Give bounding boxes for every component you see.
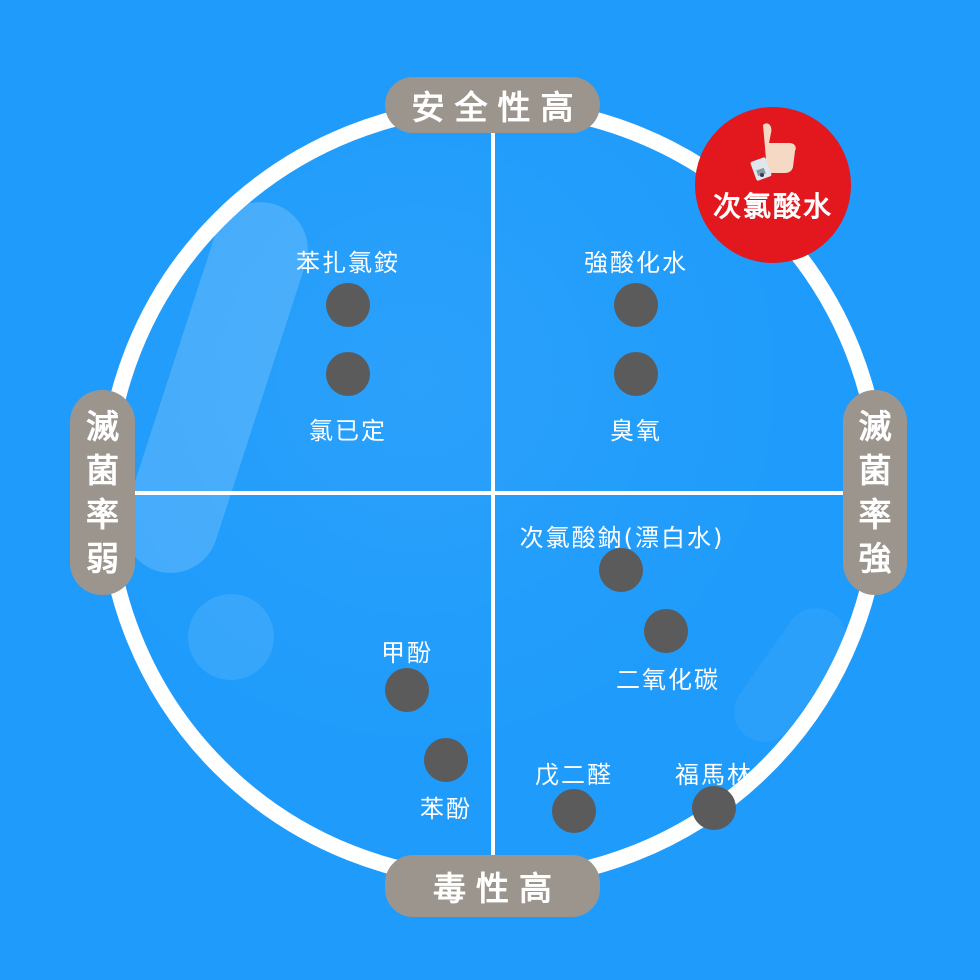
axis-label-right: 滅 菌 率 強 <box>843 390 907 595</box>
recommended-badge: 次氯酸水 <box>695 107 851 263</box>
item-dot <box>692 786 736 830</box>
axis-label-left-char: 率 <box>86 494 119 534</box>
axis-label-right-char: 強 <box>858 538 892 578</box>
axis-label-left: 滅 菌 率 弱 <box>70 390 135 595</box>
item-dot <box>644 609 688 653</box>
item-label: 苯扎氯銨 <box>296 249 400 277</box>
axis-label-right-char: 菌 <box>858 450 892 490</box>
axis-label-left-char: 菌 <box>86 450 119 490</box>
item-dot <box>614 283 658 327</box>
item-dot <box>599 548 643 592</box>
item-dot <box>552 789 596 833</box>
item-label: 臭氧 <box>610 417 662 445</box>
recommended-label: 次氯酸水 <box>712 190 833 223</box>
item-label: 苯酚 <box>420 795 472 823</box>
axis-label-bottom: 毒性高 <box>385 855 600 917</box>
horizontal-axis-line <box>135 491 843 495</box>
item-label: 次氯酸鈉(漂白水) <box>519 524 725 552</box>
thumbs-up-icon <box>750 123 796 181</box>
item-label: 氯已定 <box>309 417 387 445</box>
axis-label-left-char: 滅 <box>86 406 119 446</box>
item-dot <box>385 668 429 712</box>
item-dot <box>326 283 370 327</box>
item-label: 福馬林 <box>675 761 753 789</box>
axis-label-right-char: 率 <box>858 494 892 534</box>
item-dot <box>424 738 468 782</box>
axis-label-left-char: 弱 <box>86 538 119 578</box>
item-label: 甲酚 <box>381 639 433 667</box>
item-label: 強酸化水 <box>584 249 688 277</box>
item-label: 二氧化碳 <box>616 666 720 694</box>
item-dot <box>326 352 370 396</box>
item-dot <box>614 352 658 396</box>
item-label: 戊二醛 <box>535 761 613 789</box>
axis-label-right-char: 滅 <box>858 406 892 446</box>
axis-label-top: 安全性高 <box>385 77 600 133</box>
